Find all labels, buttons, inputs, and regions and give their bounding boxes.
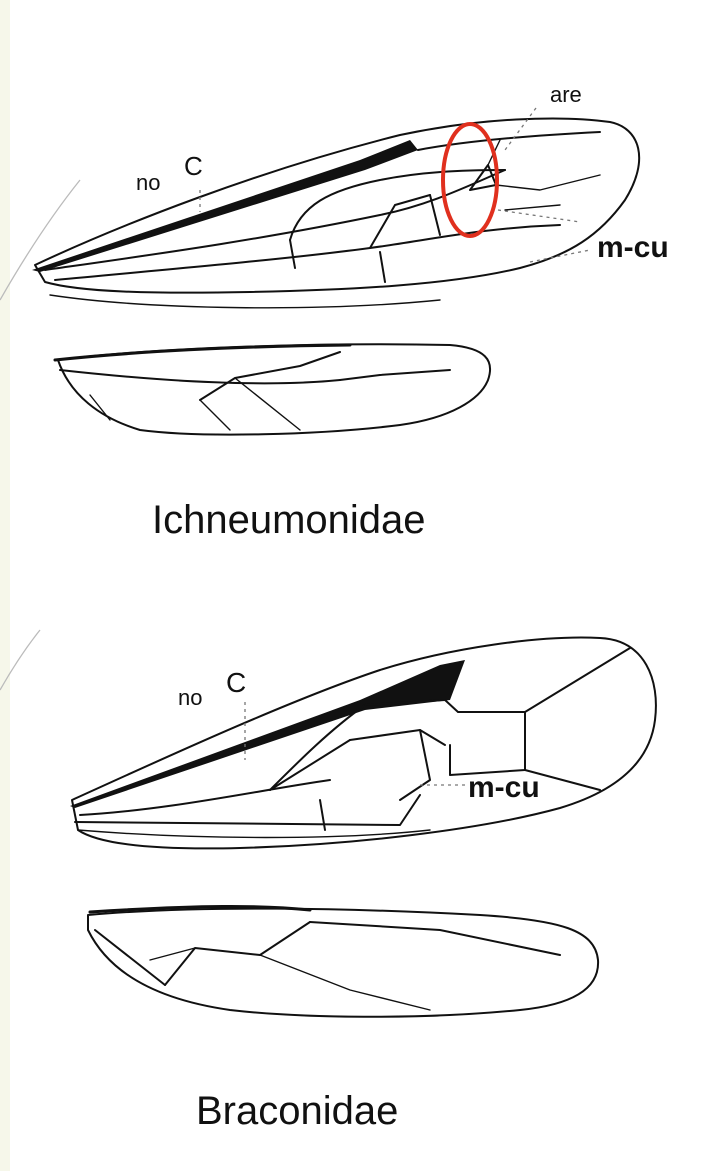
- no-c-bottom-letter: C: [226, 667, 246, 698]
- no-c-top-prefix: no: [136, 170, 160, 195]
- mcu-top-label: m-cu: [597, 231, 669, 264]
- costal-margin: [70, 660, 465, 808]
- braconidae-hindwing: [88, 906, 598, 1016]
- costal-margin: [32, 140, 418, 272]
- areolet-highlight-circle: [443, 124, 497, 236]
- braconidae-forewing: [70, 638, 656, 849]
- ichneumonidae-hindwing: [55, 344, 490, 434]
- mcu-top-leader-2: [530, 250, 590, 262]
- slide-decoration-arc: [0, 630, 40, 690]
- family-label-braconidae: Braconidae: [196, 1089, 398, 1133]
- are-leader-line: [505, 108, 536, 150]
- no-c-top-letter: C: [184, 151, 203, 181]
- no-c-bottom-prefix: no: [178, 685, 202, 710]
- mcu-bottom-label: m-cu: [468, 771, 540, 804]
- family-label-ichneumonidae: Ichneumonidae: [152, 498, 426, 542]
- are-label: are: [550, 82, 582, 107]
- ichneumonidae-forewing: [32, 118, 639, 307]
- slide-decoration-arc: [0, 180, 80, 300]
- mcu-top-leader: [498, 210, 580, 222]
